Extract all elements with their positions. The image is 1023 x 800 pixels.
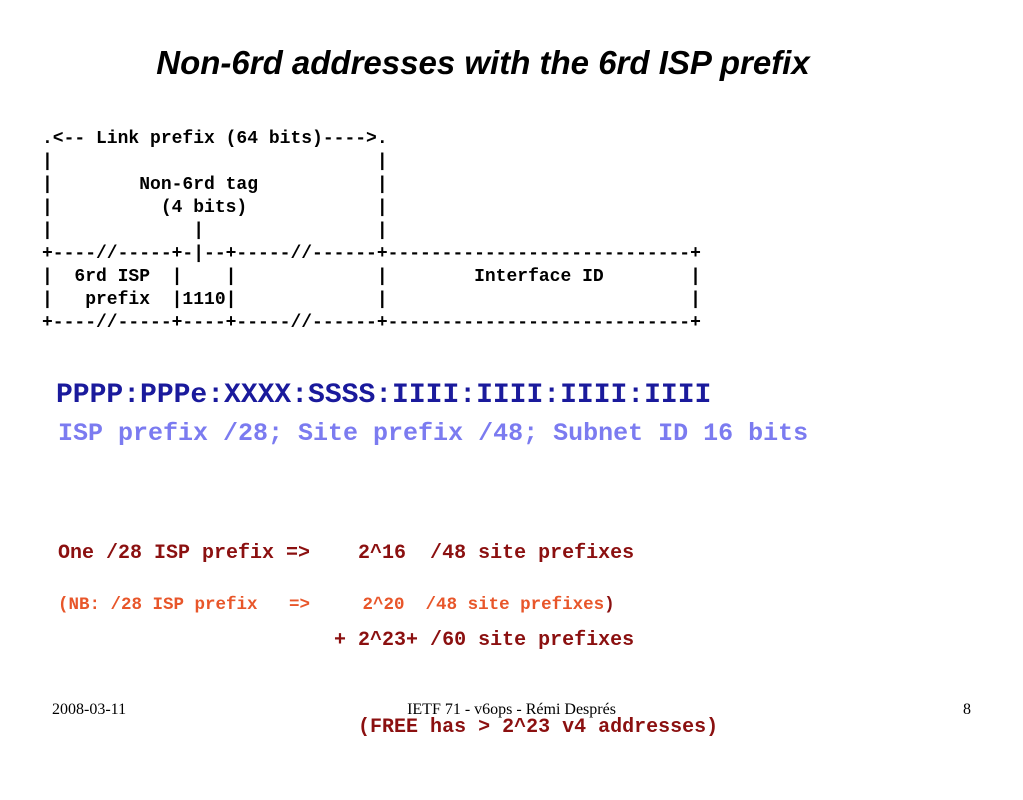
nb-note-close: ) <box>604 595 615 615</box>
slide-title: Non-6rd addresses with the 6rd ISP prefi… <box>156 44 810 81</box>
calc-line: (FREE has > 2^23 v4 addresses) <box>58 716 719 739</box>
footer-date: 2008-03-11 <box>52 701 127 718</box>
diagram-line: | (4 bits) | <box>42 198 388 218</box>
slide: Non-6rd addresses with the 6rd ISP prefi… <box>42 44 971 739</box>
address-format: PPPP:PPPe:XXXX:SSSS:IIII:IIII:IIII:IIII <box>56 380 712 411</box>
diagram-line: | 6rd ISP | | | Interface ID | <box>42 267 701 287</box>
nb-note-text: (NB: /28 ISP prefix => 2^20 /48 site pre… <box>58 595 605 615</box>
address-layout-diagram: .<-- Link prefix (64 bits)---->. | | | Non… <box>42 128 701 335</box>
diagram-line: | prefix |1110| | | <box>42 290 701 310</box>
nb-note: (NB: /28 ISP prefix => 2^20 /48 site pre… <box>58 595 615 615</box>
address-description: ISP prefix /28; Site prefix /48; Subnet … <box>58 419 809 448</box>
diagram-line: | | <box>42 152 388 172</box>
prefix-calculation: One /28 ISP prefix => 2^16 /48 site pref… <box>58 481 718 800</box>
diagram-line: .<-- Link prefix (64 bits)---->. <box>42 129 388 149</box>
diagram-line: +----//-----+-|--+-----//------+--------… <box>42 244 701 264</box>
diagram-line: | | | <box>42 221 388 241</box>
diagram-line: +----//-----+----+-----//------+--------… <box>42 313 701 333</box>
calc-line: + 2^23+ /60 site prefixes <box>58 629 635 652</box>
calc-line: One /28 ISP prefix => 2^16 /48 site pref… <box>58 542 635 565</box>
footer-page-number: 8 <box>963 701 971 718</box>
diagram-line: | Non-6rd tag | <box>42 175 388 195</box>
footer-presentation-info: IETF 71 - v6ops - Rémi Després <box>407 701 616 718</box>
